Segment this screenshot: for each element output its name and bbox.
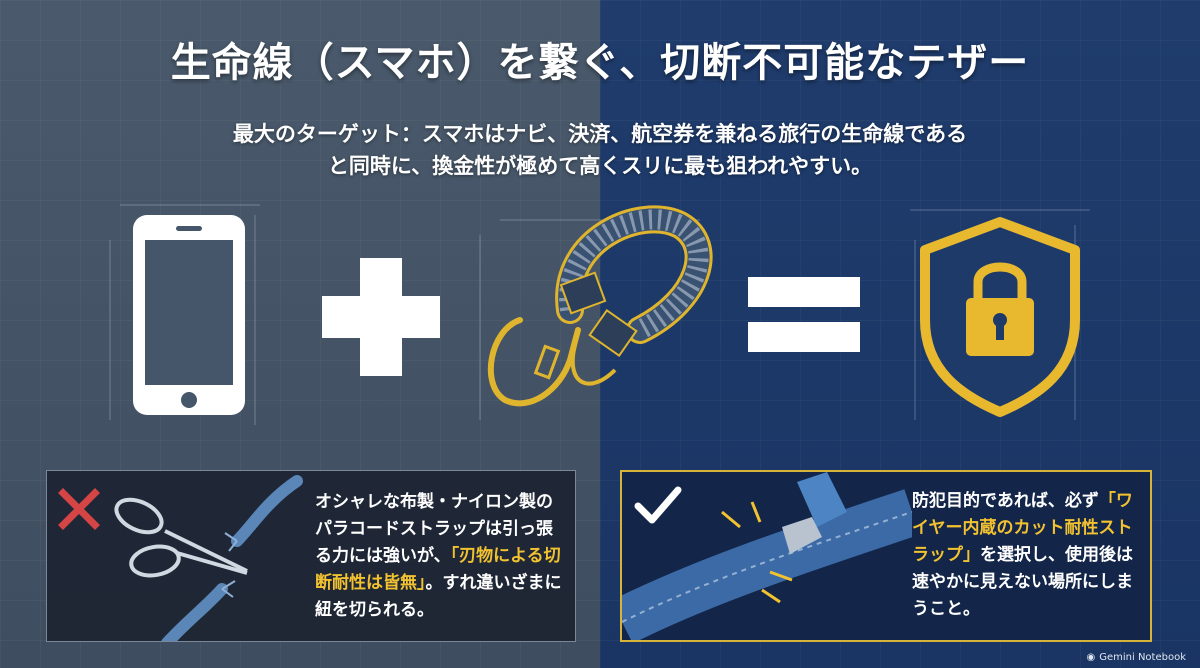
- cut-rope-icon: [161, 475, 303, 641]
- watermark: ◉ Gemini Notebook: [1087, 652, 1187, 663]
- bad-text-body: オシャレな布製・ナイロン製のパラコードストラップは引っ張る力には強いが、: [315, 492, 553, 566]
- smartphone-icon: [133, 215, 245, 415]
- bad-text-highlight: 「刃物による切断耐性は皆無」: [315, 546, 561, 593]
- good-example-card: 防犯目的であれば、必ず「ワイヤー内蔵のカット耐性ストラップ」を選択し、使用後は速…: [620, 470, 1152, 642]
- spark-marks: [721, 501, 793, 604]
- subtitle-line-1: 最大のターゲット：スマホはナビ、決済、航空券を兼ねる旅行の生命線である: [232, 122, 968, 146]
- box-cutter-icon: [782, 472, 847, 554]
- cut-resistant-strap-icon: [622, 489, 912, 640]
- plus-sign: [322, 258, 440, 376]
- check-mark-icon: [634, 486, 682, 524]
- watermark-text: Gemini Notebook: [1099, 652, 1186, 663]
- shield-lock-icon: [920, 217, 1080, 417]
- good-text-tail: を選択し、使用後は速やかに見えない場所にしまうこと。: [912, 545, 1133, 619]
- bad-text-tail: 。すれ違いざまに紐を切られる。: [315, 573, 562, 620]
- scissors-icon: [114, 497, 248, 578]
- bad-example-illustration: [58, 475, 303, 641]
- cross-mark-icon: [58, 488, 100, 530]
- bad-example-text: オシャレな布製・ナイロン製のパラコードストラップは引っ張る力には強いが、「刃物に…: [315, 489, 567, 624]
- good-text-body: 防犯目的であれば、必ず: [912, 491, 1099, 511]
- wire-strap-carabiner-icon: [487, 205, 713, 407]
- good-text-highlight: 「ワイヤー内蔵のカット耐性ストラップ」: [912, 491, 1133, 565]
- subtitle: 最大のターゲット：スマホはナビ、決済、航空券を兼ねる旅行の生命線である と同時に…: [150, 118, 1050, 182]
- equation-illustration: [109, 204, 1090, 425]
- equals-sign: [748, 277, 860, 352]
- good-example-text: 防犯目的であれば、必ず「ワイヤー内蔵のカット耐性ストラップ」を選択し、使用後は速…: [912, 488, 1148, 623]
- notebook-logo-icon: ◉: [1086, 652, 1096, 663]
- rope-fibers: [221, 532, 238, 598]
- bad-example-card: オシャレな布製・ナイロン製のパラコードストラップは引っ張る力には強いが、「刃物に…: [46, 470, 576, 642]
- page-title: 生命線（スマホ）を繋ぐ、切断不可能なテザー: [170, 40, 1030, 86]
- good-example-illustration: [622, 472, 912, 640]
- subtitle-line-2: と同時に、換金性が極めて高くスリに最も狙われやすい。: [327, 154, 873, 178]
